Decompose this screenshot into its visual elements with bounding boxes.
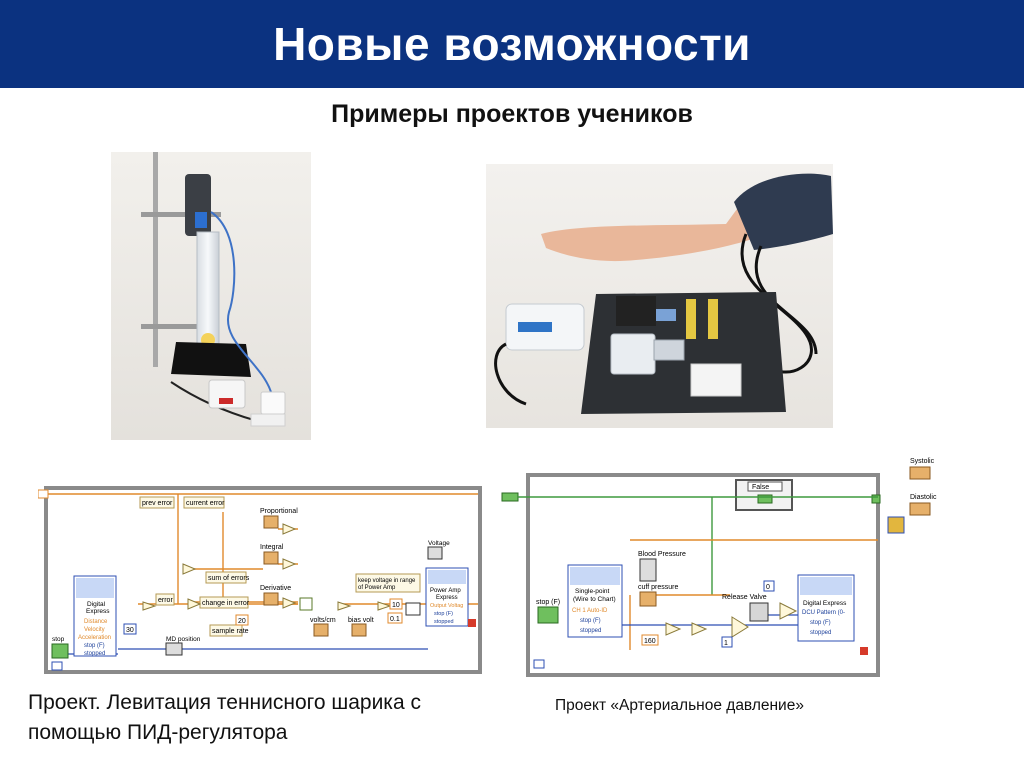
power-amp-row-3: stopped <box>434 619 454 625</box>
label-voltage: Voltage <box>428 540 450 547</box>
digital-express-row-5: stopped <box>84 651 105 657</box>
digital-express-title-1: Digital <box>87 601 106 608</box>
const-0: 0 <box>766 584 770 591</box>
const-20: 20 <box>238 618 246 625</box>
slide-title: Новые возможности <box>273 18 751 70</box>
power-amp-title-2: Express <box>436 595 458 601</box>
single-point-row-3: stopped <box>580 628 601 634</box>
digital-express-row-1: Distance <box>84 619 108 625</box>
label-keep-voltage: keep voltage in range <box>358 578 416 584</box>
label-diastolic: Diastolic <box>910 494 937 501</box>
label-bias-volt: bias volt <box>348 617 374 624</box>
caption-levitation: Проект. Левитация теннисного шарика с по… <box>28 688 498 748</box>
const-1: 1 <box>724 640 728 647</box>
label-error: error <box>158 597 173 604</box>
single-point-title-1: Single-point <box>575 588 610 595</box>
label-stop: stop <box>52 636 65 643</box>
bp-digital-express-row-2: stop (F) <box>810 620 831 626</box>
label-volts-cm: volts/cm <box>310 617 336 624</box>
const-10: 10 <box>392 602 400 609</box>
label-current-error: current error <box>186 500 225 507</box>
blood-pressure-photo <box>486 164 833 428</box>
label-blood-pressure: Blood Pressure <box>638 551 686 558</box>
label-integral: Integral <box>260 544 284 551</box>
caption-blood-pressure: Проект «Артериальное давление» <box>555 697 804 714</box>
single-point-row-1: CH 1 Auto-ID <box>572 608 608 614</box>
power-amp-row-2: stop (F) <box>434 611 453 617</box>
bp-digital-express-title: Digital Express <box>803 600 847 607</box>
blood-pressure-block-diagram: False Systolic Diastolic Single-point (W… <box>500 455 955 678</box>
digital-express-title-2: Express <box>86 608 110 615</box>
label-sum-of-errors: sum of errors <box>208 575 250 582</box>
single-point-title-2: (Wire to Chart) <box>573 596 616 603</box>
label-derivative: Derivative <box>260 585 291 592</box>
label-keep-voltage-2: of Power Amp <box>358 585 396 591</box>
digital-express-row-4: stop (F) <box>84 643 105 649</box>
bp-digital-express-row-1: DCU Pattern (0- <box>802 610 845 616</box>
label-false: False <box>752 484 769 491</box>
caption-levitation-line-1: Проект. Левитация теннисного шарика с <box>28 691 421 714</box>
bp-digital-express-row-3: stopped <box>810 630 831 636</box>
label-release-valve: Release Valve <box>722 594 767 601</box>
levitation-photo <box>111 152 311 440</box>
title-bar: Новые возможности <box>0 0 1024 88</box>
caption-levitation-line-2: помощью ПИД-регулятора <box>28 721 288 744</box>
single-point-row-2: stop (F) <box>580 618 601 624</box>
label-sample-rate: sample rate <box>212 628 249 635</box>
label-stop-f: stop (F) <box>536 599 560 606</box>
const-160: 160 <box>644 638 656 645</box>
const-30: 30 <box>126 627 134 634</box>
label-md-position: MD position <box>166 636 201 643</box>
power-amp-title-1: Power Amp <box>430 588 461 594</box>
slide-subtitle: Примеры проектов учеников <box>331 100 693 128</box>
power-amp-row-1: Output Voltag <box>430 603 463 609</box>
label-prev-error: prev error <box>142 500 173 507</box>
label-change-in-error: change in error <box>202 600 250 607</box>
const-01: 0.1 <box>390 616 400 623</box>
digital-express-row-2: Velocity <box>84 627 105 633</box>
label-proportional: Proportional <box>260 508 298 515</box>
label-cuff-pressure: cuff pressure <box>638 584 678 591</box>
pid-block-diagram: prev error current error Proportional In… <box>37 484 484 680</box>
digital-express-row-3: Acceleration <box>78 635 111 641</box>
label-systolic: Systolic <box>910 458 935 465</box>
